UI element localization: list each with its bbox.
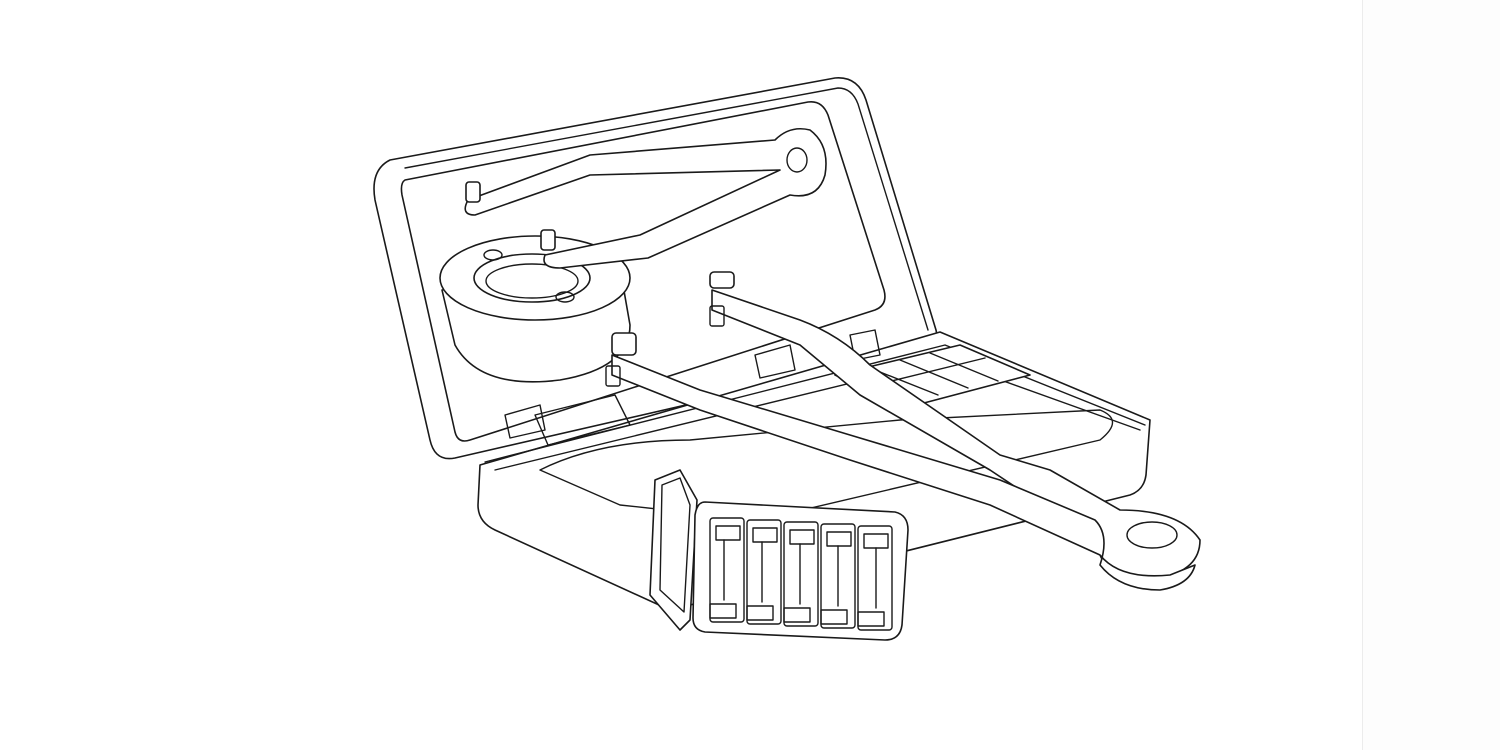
right-pane [1363,0,1500,750]
bit-tray-icon [649,469,909,641]
spanner-wrench-icon [464,127,827,269]
spanner-wrench-icon [605,332,1196,591]
pane-divider [1362,0,1363,750]
spanner-wrench-icon [709,271,1201,579]
